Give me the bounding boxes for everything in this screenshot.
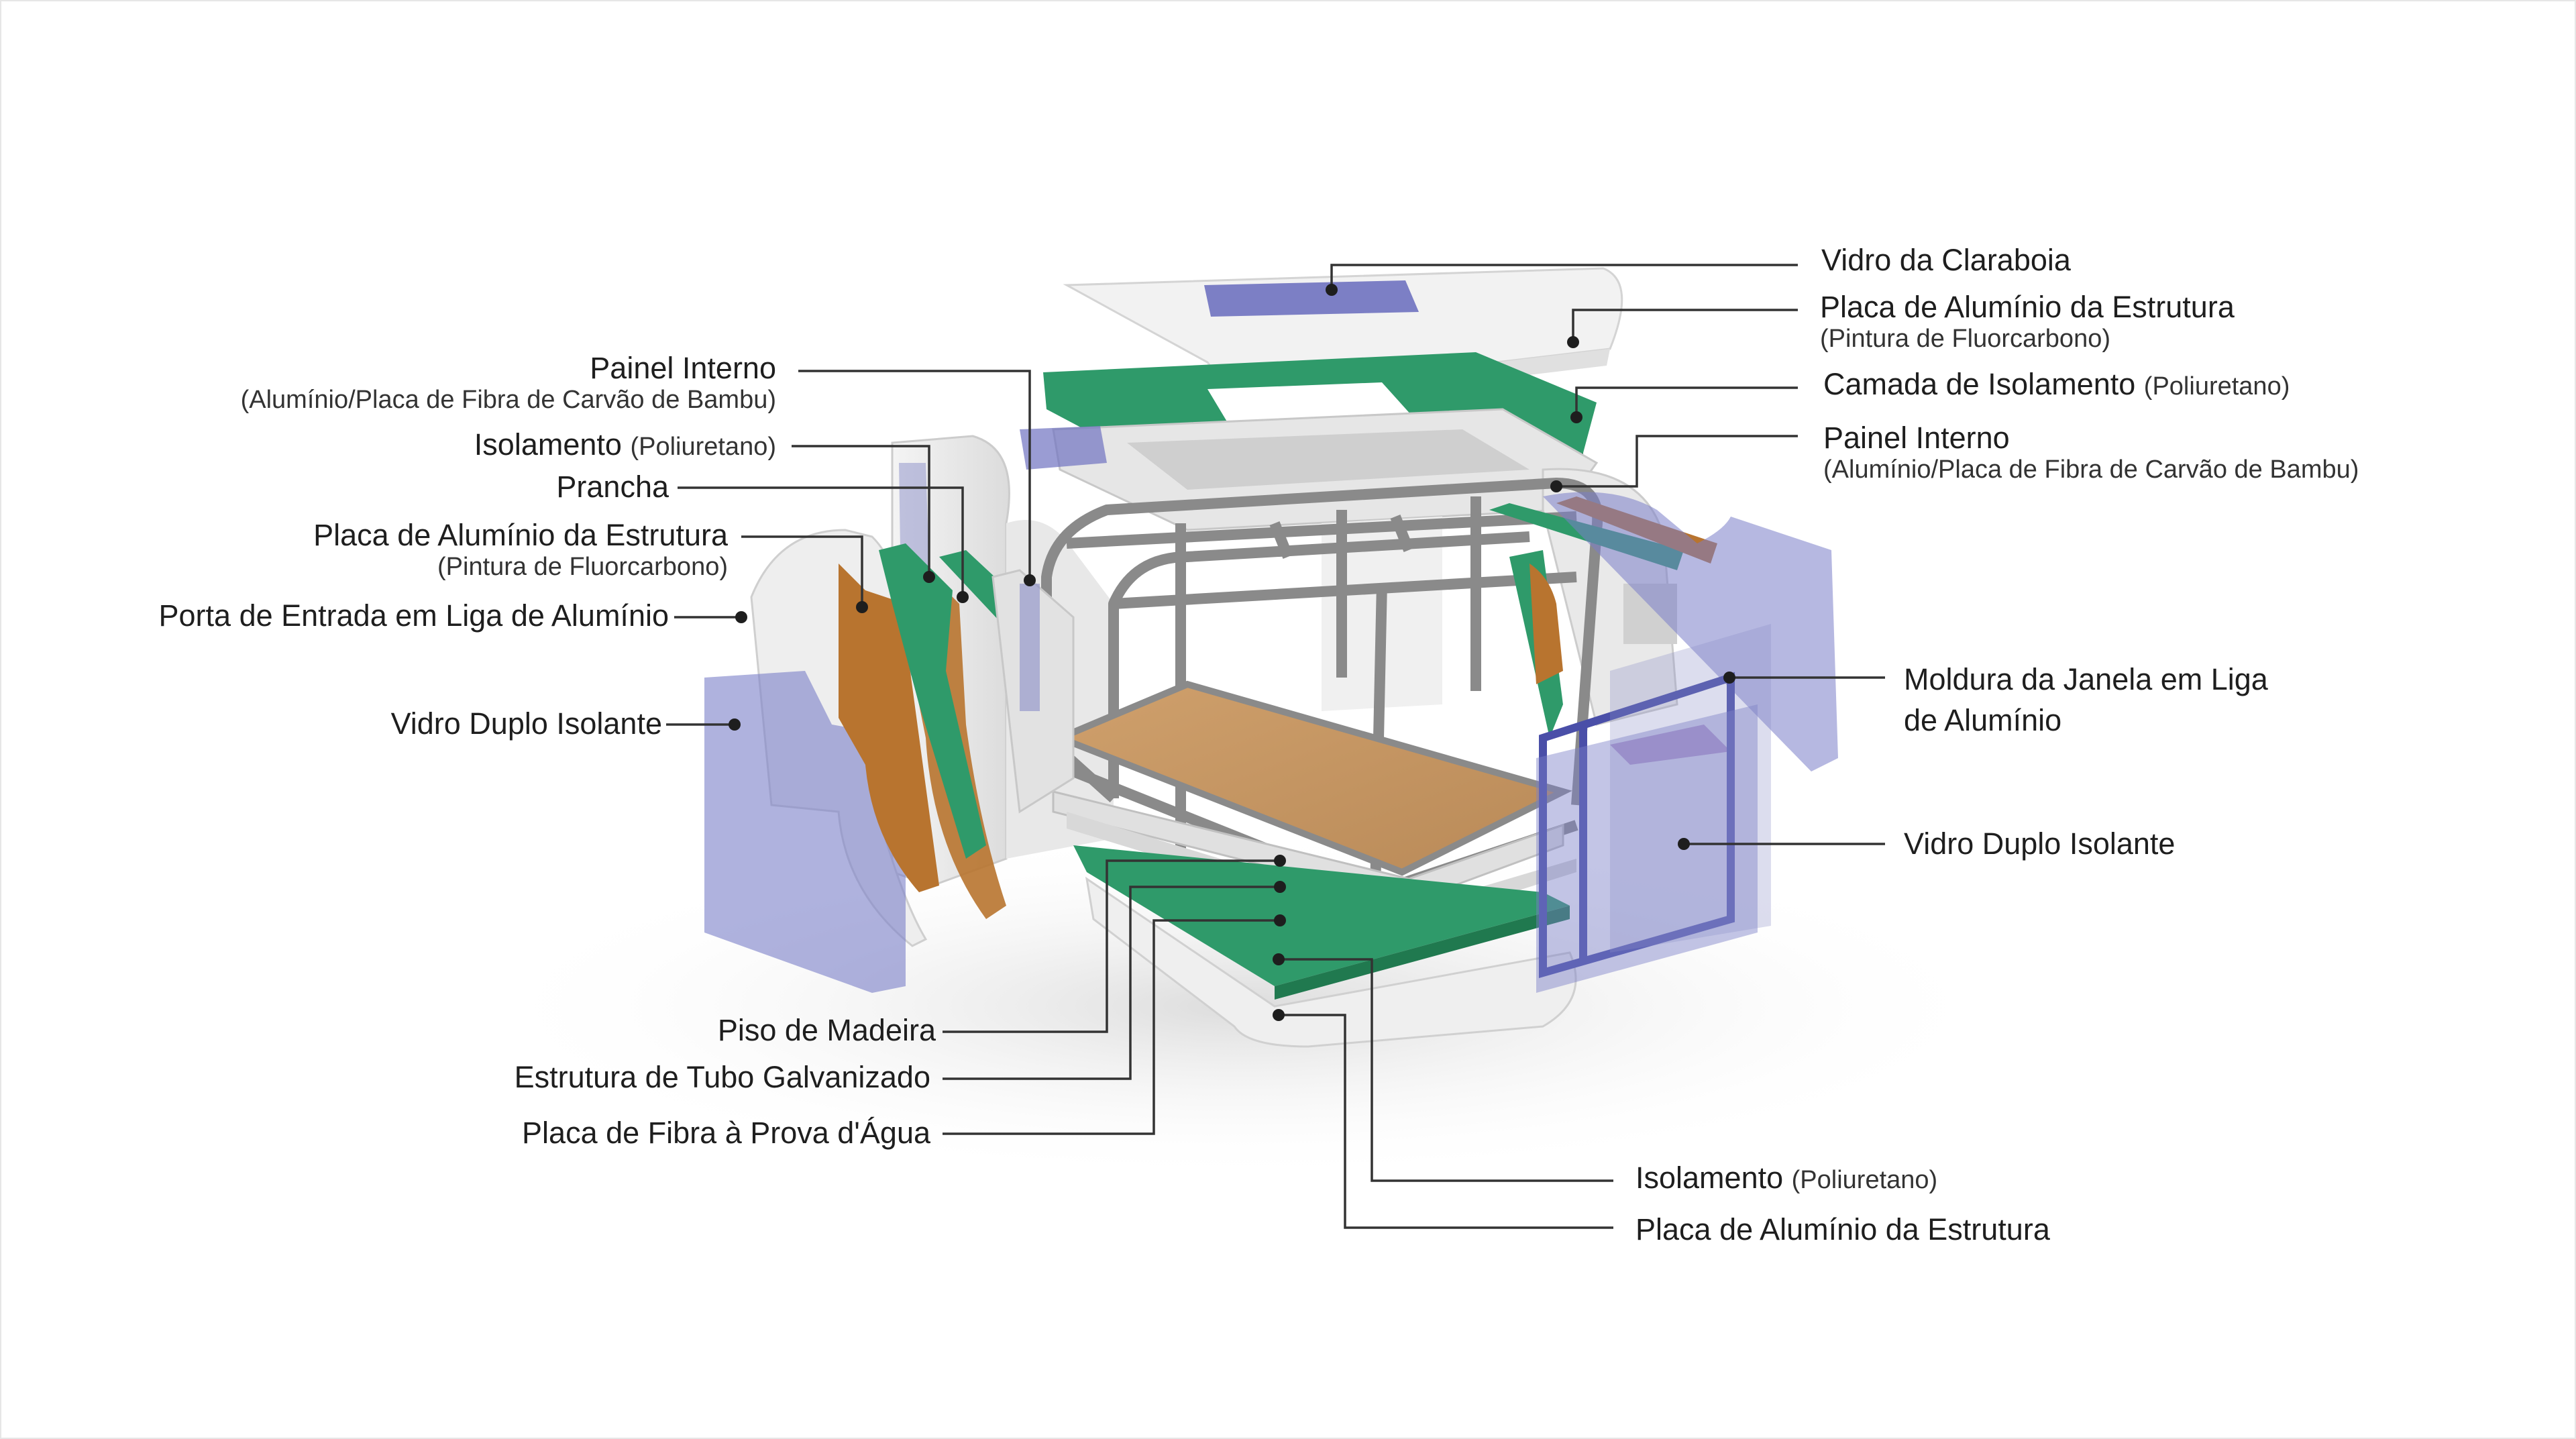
label-insulation-left-title: Isolamento	[474, 427, 622, 462]
label-skylight-glass: Vidro da Claraboia	[1821, 243, 2071, 277]
wood-floor-panel	[1051, 680, 1572, 876]
leader-dots	[729, 284, 1735, 1021]
leader-lines	[666, 264, 1885, 1229]
right-wall-exploded	[1489, 492, 1838, 993]
skylight-glass	[1204, 280, 1419, 317]
label-insulation-layer-note: (Poliuretano)	[2143, 372, 2290, 401]
label-board: Prancha	[556, 470, 669, 504]
label-entrance-door: Porta de Entrada em Liga de Alumínio	[158, 598, 669, 633]
label-inner-panel-left: Painel Interno (Alumínio/Placa de Fibra …	[241, 351, 776, 415]
label-window-frame-line2: de Alumínio	[1904, 702, 2062, 737]
floor-layers	[1052, 790, 1577, 1048]
floor-aluminum-plate	[1085, 876, 1577, 1048]
left-door-exploded	[704, 529, 1075, 993]
label-floor-insulation-note: (Poliuretano)	[1791, 1166, 1938, 1194]
label-insulation-layer: Camada de Isolamento (Poliuretano)	[1823, 367, 2290, 402]
label-double-glass-left: Vidro Duplo Isolante	[390, 706, 662, 741]
label-window-frame: Moldura da Janela em Liga de Alumínio	[1904, 659, 2268, 741]
label-floor-aluminum-plate: Placa de Alumínio da Estrutura	[1635, 1212, 2050, 1246]
label-inner-panel-left-title: Painel Interno	[590, 351, 776, 385]
label-floor-insulation-title: Isolamento	[1635, 1161, 1784, 1195]
label-double-glass-right: Vidro Duplo Isolante	[1904, 827, 2176, 861]
label-insulation-layer-title: Camada de Isolamento	[1823, 367, 2136, 401]
label-inner-panel-right-note: (Alumínio/Placa de Fibra de Carvão de Ba…	[1823, 455, 2359, 484]
label-floor-insulation: Isolamento (Poliuretano)	[1635, 1161, 1937, 1195]
label-waterproof-fiber-board: Placa de Fibra à Prova d'Água	[522, 1116, 930, 1150]
label-aluminum-plate-left: Placa de Alumínio da Estrutura (Pintura …	[313, 518, 728, 582]
label-wood-floor: Piso de Madeira	[717, 1013, 936, 1047]
label-roof-aluminum-plate: Placa de Alumínio da Estrutura (Pintura …	[1820, 290, 2235, 354]
label-inner-panel-left-note: (Alumínio/Placa de Fibra de Carvão de Ba…	[240, 385, 776, 414]
label-insulation-left: Isolamento (Poliuretano)	[474, 427, 776, 462]
label-inner-panel-right-title: Painel Interno	[1823, 421, 2010, 455]
label-aluminum-plate-left-note: (Pintura de Fluorcarbono)	[437, 552, 728, 581]
floor-insulation-green	[1073, 845, 1570, 986]
label-galvanized-frame: Estrutura de Tubo Galvanizado	[514, 1060, 930, 1094]
label-roof-aluminum-plate-title: Placa de Alumínio da Estrutura	[1820, 290, 2235, 324]
label-roof-aluminum-plate-note: (Pintura de Fluorcarbono)	[1820, 324, 2110, 353]
label-inner-panel-right: Painel Interno (Alumínio/Placa de Fibra …	[1823, 421, 2359, 484]
label-aluminum-plate-left-title: Placa de Alumínio da Estrutura	[313, 518, 728, 552]
label-insulation-left-note: (Poliuretano)	[630, 433, 776, 461]
label-window-frame-line1: Moldura da Janela em Liga	[1904, 662, 2268, 696]
